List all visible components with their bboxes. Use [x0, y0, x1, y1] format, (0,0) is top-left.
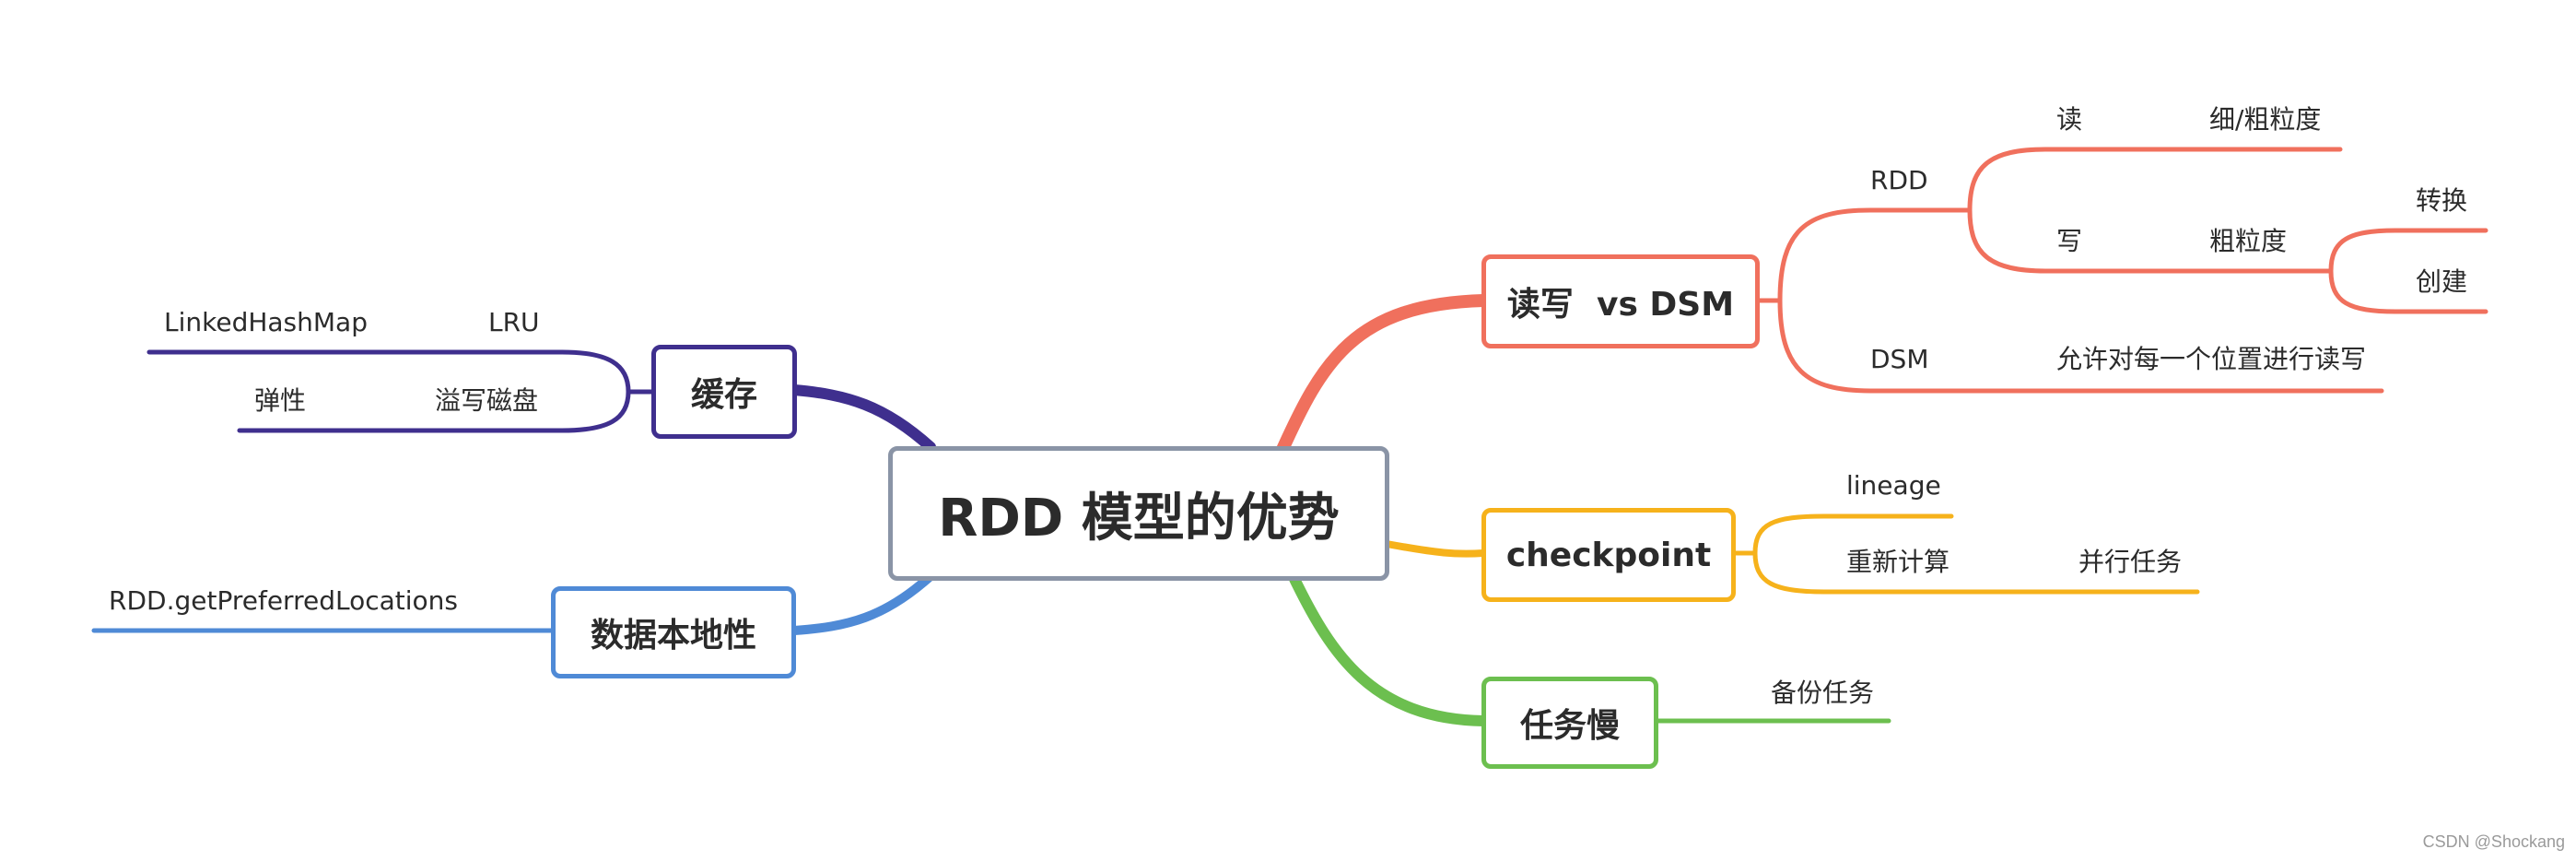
connector-cache-lru	[146, 349, 631, 395]
topic-slow-task: 任务慢	[1481, 677, 1658, 769]
topic-cache: 缓存	[651, 345, 797, 439]
leaf-read: 读	[2056, 104, 2083, 135]
leaf-dsm: DSM	[1870, 344, 1929, 374]
connector-rw-dsm	[1777, 298, 2384, 394]
leaf-elastic: 弹性	[254, 385, 307, 416]
connector-rdd-write	[1967, 207, 2334, 274]
leaf-write-grain: 粗粒度	[2209, 226, 2288, 256]
connector-write-transform	[2328, 228, 2488, 274]
leaf-dsm-desc: 允许对每一个位置进行读写	[2056, 344, 2367, 374]
leaf-lru: LRU	[488, 307, 540, 337]
topic-rw-label: 读写 vs DSM	[1506, 286, 1735, 324]
leaf-spill: 溢写磁盘	[435, 385, 539, 416]
branch-root-rw	[1274, 294, 1490, 460]
topic-checkpoint-label: checkpoint	[1505, 536, 1712, 574]
root-label: RDD 模型的优势	[938, 488, 1340, 548]
topic-checkpoint: checkpoint	[1481, 508, 1736, 602]
connector-write-create	[2328, 268, 2488, 314]
leaf-preferred-locations: RDD.getPreferredLocations	[109, 585, 458, 616]
leaf-lineage: lineage	[1846, 470, 1941, 501]
topic-data-locality: 数据本地性	[551, 586, 796, 678]
branch-root-locality	[790, 572, 935, 635]
topic-rw-vs-dsm: 读写 vs DSM	[1481, 254, 1760, 348]
connector-rdd-read	[1967, 147, 2343, 213]
topic-slow-label: 任务慢	[1519, 707, 1620, 745]
leaf-write: 写	[2056, 226, 2083, 256]
leaf-recompute: 重新计算	[1846, 547, 1950, 577]
connector-cp-lineage	[1752, 513, 1954, 556]
topic-locality-label: 数据本地性	[590, 617, 756, 655]
connector-cp-recompute	[1752, 550, 2200, 595]
leaf-read-grain: 细/粗粒度	[2209, 104, 2322, 135]
branch-root-checkpoint	[1383, 540, 1487, 558]
connector-rw-rdd	[1777, 207, 1973, 303]
branch-root-cache	[789, 384, 936, 453]
leaf-linkedhashmap: LinkedHashMap	[164, 307, 368, 337]
root-node: RDD 模型的优势	[888, 446, 1389, 581]
leaf-rdd: RDD	[1870, 165, 1928, 195]
branch-root-slow	[1289, 573, 1489, 726]
leaf-transform: 转换	[2416, 185, 2468, 216]
leaf-create: 创建	[2416, 266, 2468, 297]
topic-cache-label: 缓存	[690, 376, 757, 414]
leaf-backup: 备份任务	[1771, 678, 1875, 708]
watermark: CSDN @Shockang	[2422, 832, 2565, 851]
leaf-parallel: 并行任务	[2078, 547, 2183, 577]
connector-cache-spill	[237, 389, 631, 433]
